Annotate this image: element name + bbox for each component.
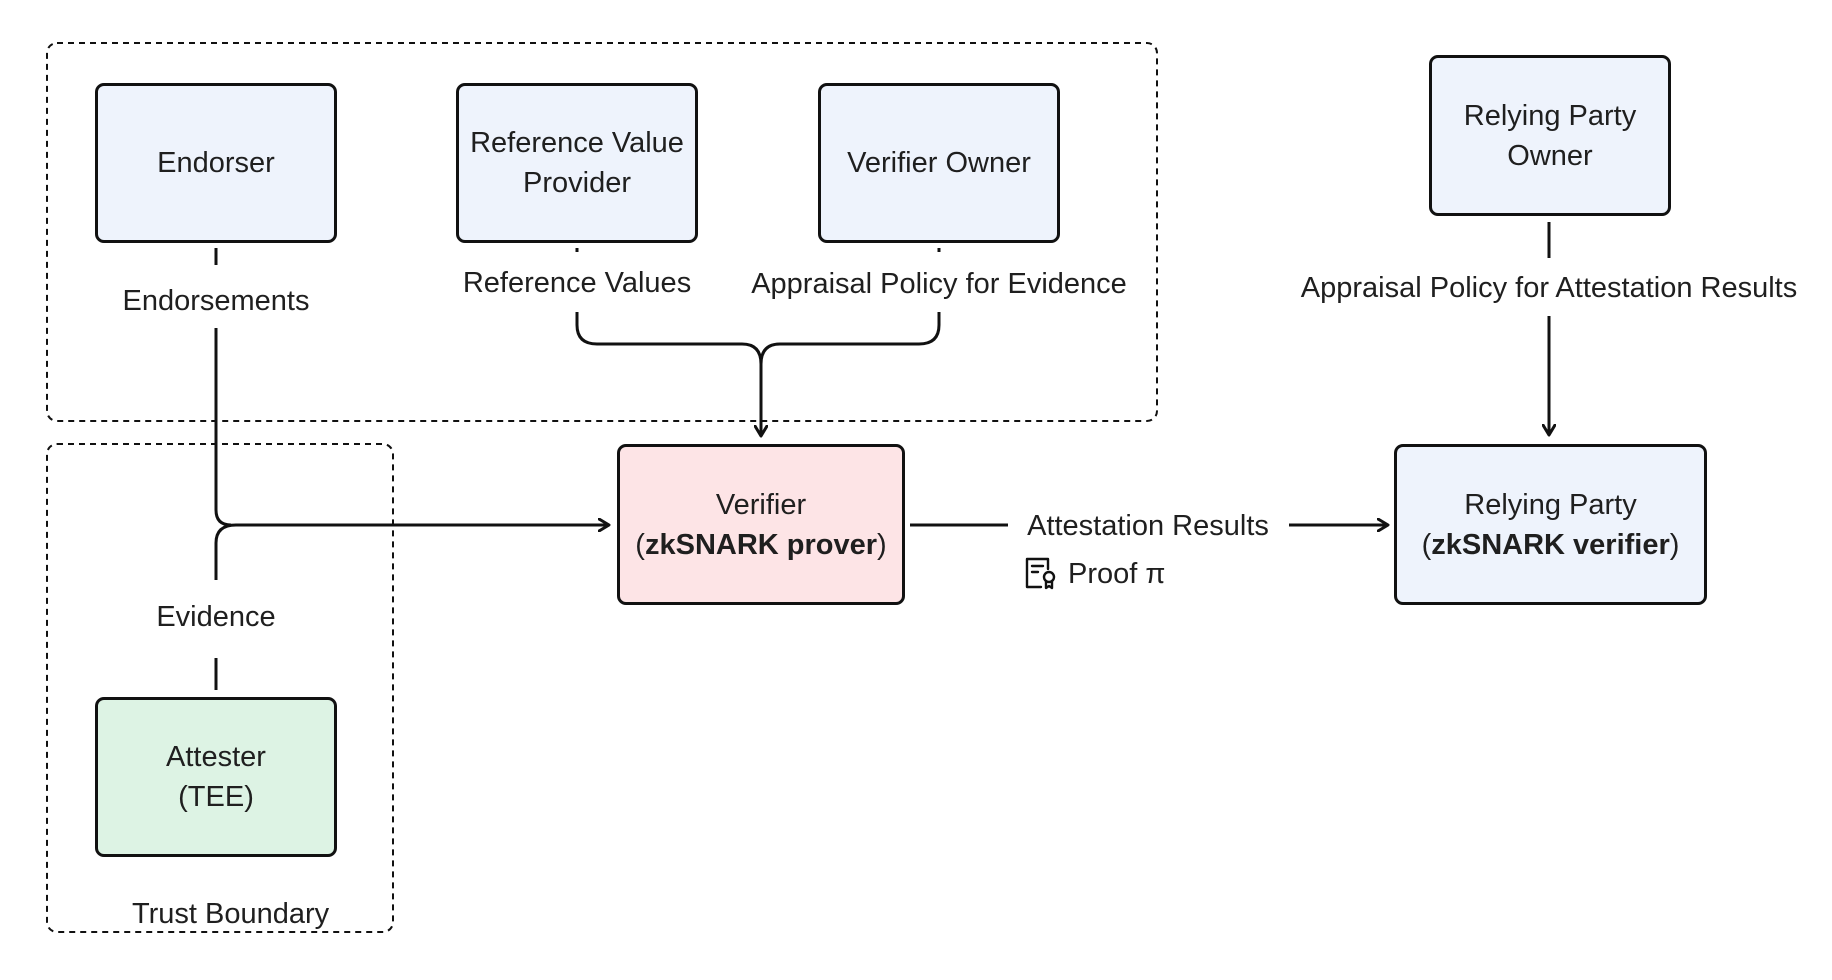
attester-label-1: Attester [166,741,266,773]
reference-value-provider-node: Reference Value Provider [456,83,698,243]
endorser-label: Endorser [157,147,275,179]
verifier-paren-open: ( [635,528,645,561]
reference-values-connector [575,248,761,435]
trust-boundary [46,443,394,933]
relying-party-paren-close: ) [1669,528,1680,561]
certificate-icon [1025,557,1056,590]
verifier-role: zkSNARK prover [644,528,878,561]
relying-party-paren-open: ( [1421,528,1432,561]
verifier-owner-label: Verifier Owner [847,147,1031,179]
relying-party-label-1: Relying Party [1464,488,1637,521]
proof-label: Proof π [1068,558,1166,590]
reference-value-provider-label-2: Provider [523,167,631,199]
attestation-results-label: Attestation Results [1021,508,1275,544]
relying-party-label-2: (zkSNARK verifier) [1422,525,1680,565]
verifier-node: Verifier (zkSNARK prover) [617,444,905,605]
relying-party-owner-node: Relying Party Owner [1429,55,1671,216]
appraisal-policy-evidence-connector [759,248,941,365]
relying-party-owner-label-1: Relying Party [1463,99,1637,132]
reference-values-label: Reference Values [456,265,698,301]
verifier-owner-node: Verifier Owner [818,83,1060,243]
reference-value-provider-label-1: Reference Value [470,127,684,159]
appraisal-policy-results-label: Appraisal Policy for Attestation Results [1294,270,1804,306]
relying-party-role: zkSNARK verifier [1431,528,1670,561]
endorser-node: Endorser [95,83,337,243]
verifier-label-1: Verifier [715,488,807,521]
trust-boundary-label: Trust Boundary [132,898,330,930]
relying-party-owner-label-2: Owner [1507,139,1593,172]
endorsements-label: Endorsements [116,283,316,319]
relying-party-node: Relying Party (zkSNARK verifier) [1394,444,1707,605]
verifier-label-2: (zkSNARK prover) [635,525,886,565]
attester-label-2: (TEE) [178,781,254,813]
upper-group-boundary [46,42,1158,422]
evidence-label: Evidence [150,599,282,635]
appraisal-policy-evidence-label: Appraisal Policy for Evidence [745,266,1133,302]
evidence-connector [214,525,608,690]
attester-node: Attester (TEE) [95,697,337,857]
verifier-paren-close: ) [877,528,887,561]
